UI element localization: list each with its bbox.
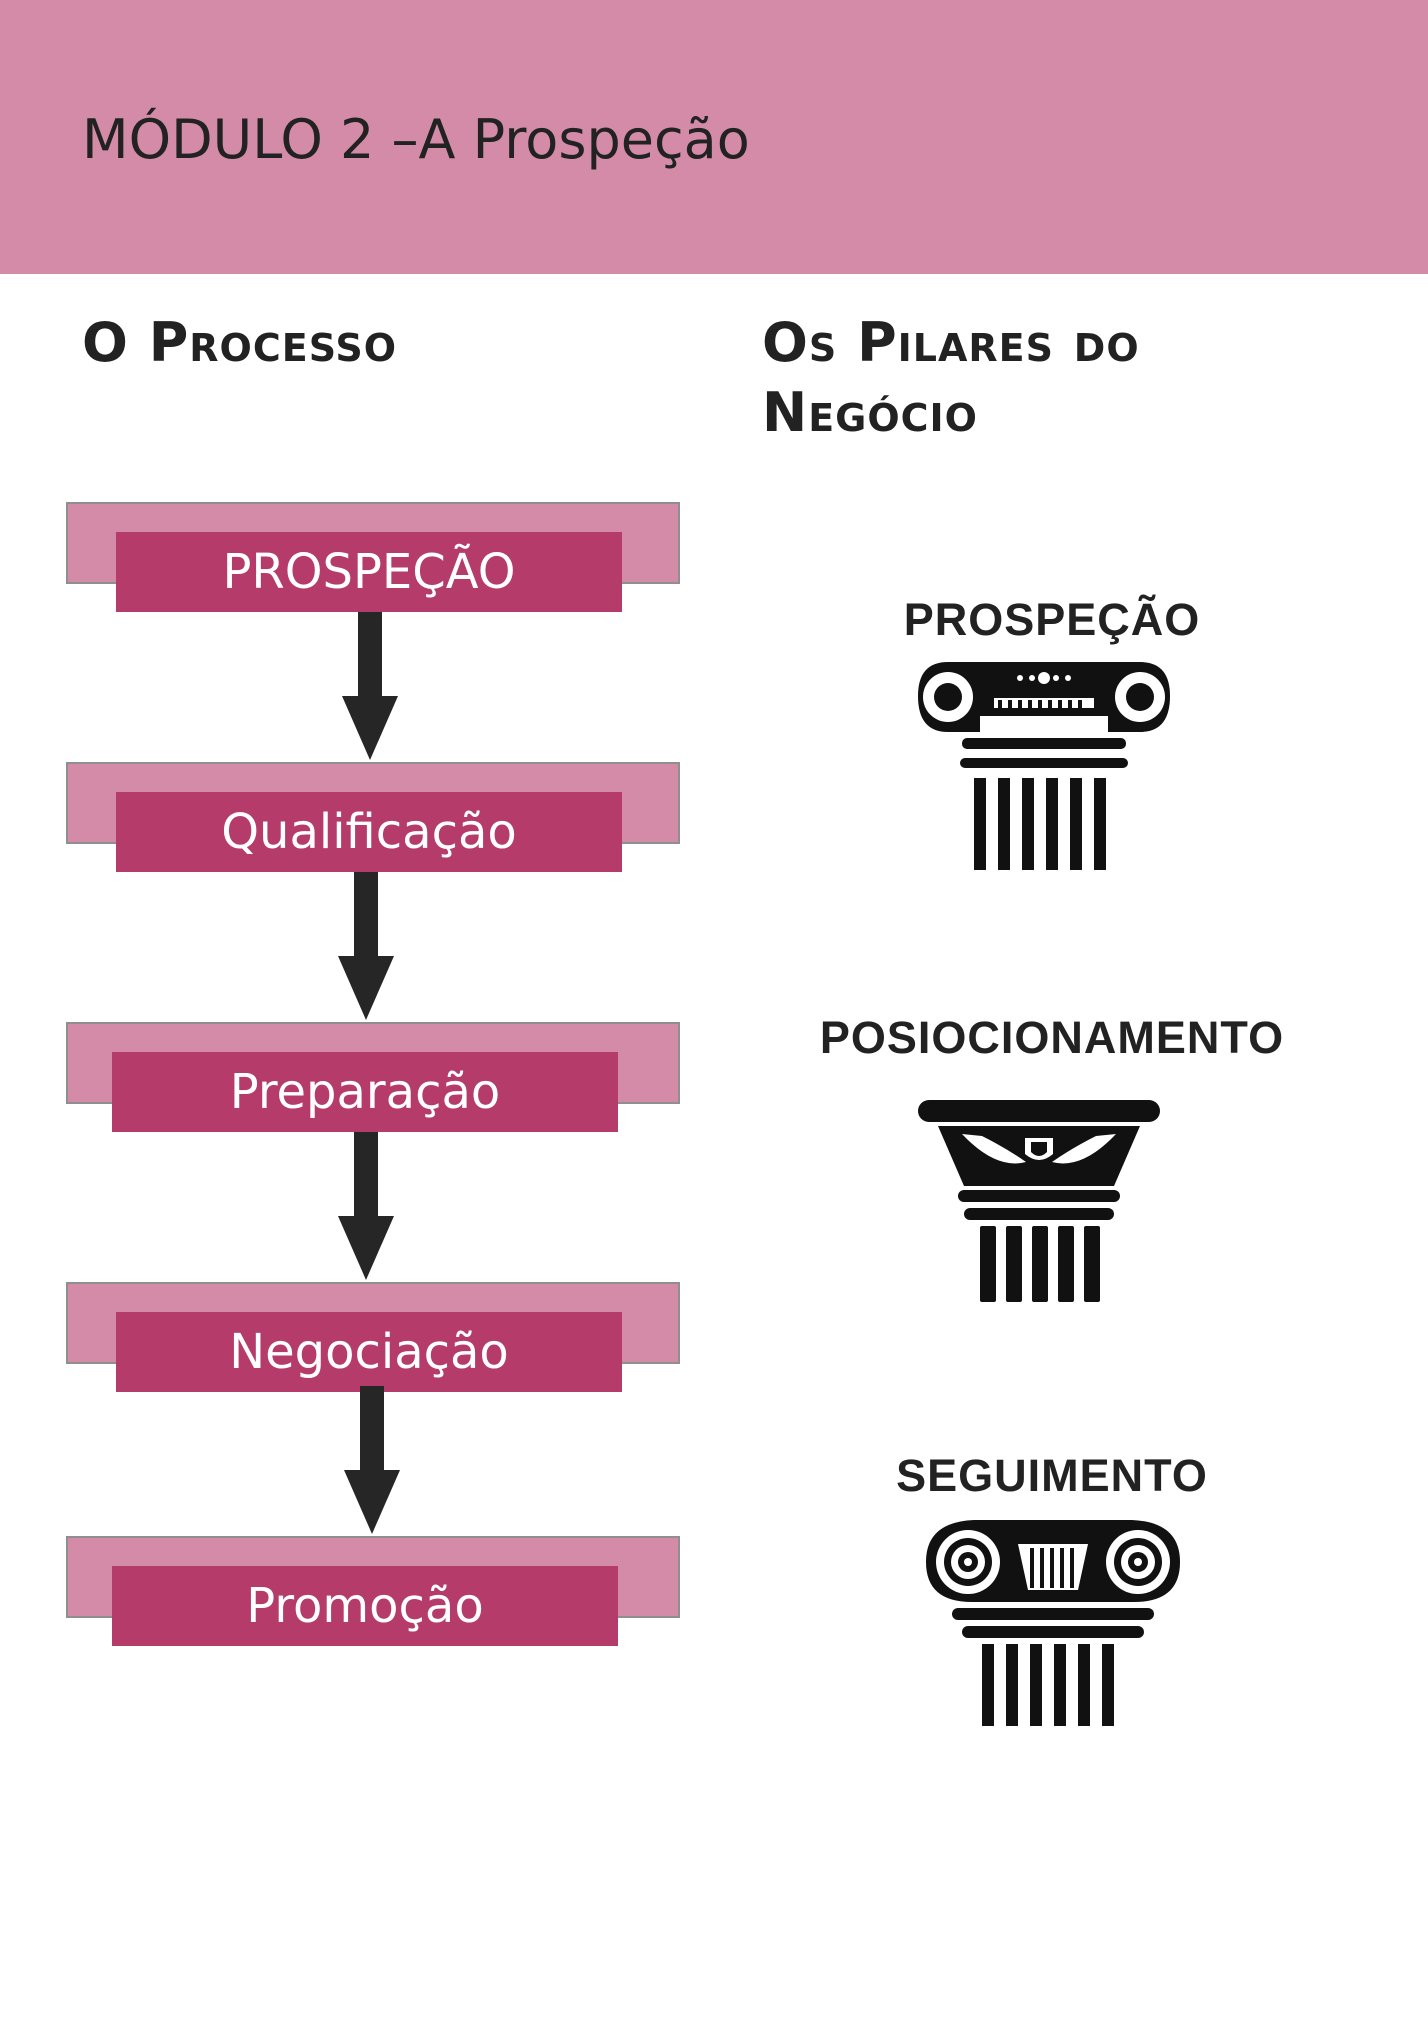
down-arrow-icon (342, 612, 398, 760)
step-label: Promoção (112, 1566, 618, 1646)
ionic-column-icon (918, 662, 1170, 870)
pillar-label-prospecao: PROSPEÇÃO (903, 594, 1201, 645)
step-label: PROSPEÇÃO (116, 532, 622, 612)
step-label: Qualificação (116, 792, 622, 872)
pillars-section-title: Os Pilares do Negócio (762, 311, 1140, 444)
process-step-preparacao: Preparação (66, 1022, 680, 1134)
pillar-label-seguimento: SEGUIMENTO (896, 1450, 1208, 1501)
down-arrow-icon (338, 1132, 394, 1280)
pillar-label-posicionamento: POSIOCIONAMENTO (819, 1012, 1285, 1063)
page-title: MÓDULO 2 –A Prospeção (82, 108, 750, 171)
down-arrow-icon (338, 872, 394, 1020)
process-section-title: O Processo (82, 311, 398, 374)
process-step-negociacao: Negociação (66, 1282, 680, 1394)
down-arrow-icon (344, 1386, 400, 1534)
step-label: Preparação (112, 1052, 618, 1132)
process-step-qualificacao: Qualificação (66, 762, 680, 874)
process-step-prospecao: PROSPEÇÃO (66, 502, 680, 614)
scroll-column-icon (926, 1520, 1180, 1726)
step-label: Negociação (116, 1312, 622, 1392)
header-banner: MÓDULO 2 –A Prospeção (0, 0, 1428, 274)
corinthian-column-icon (918, 1100, 1160, 1302)
process-step-promocao: Promoção (66, 1536, 680, 1648)
